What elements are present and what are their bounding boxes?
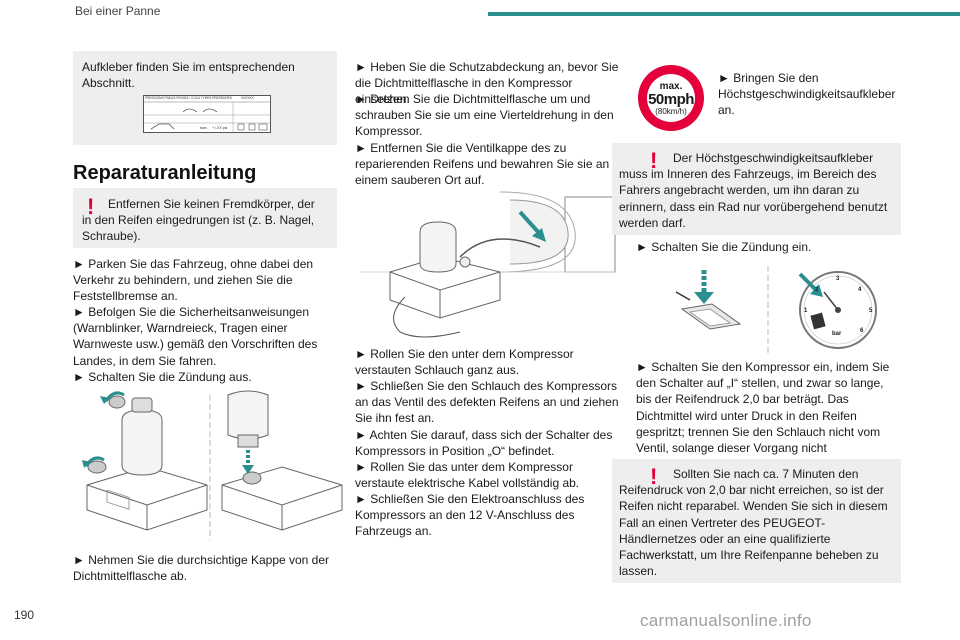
step-insert-bottle: ► Drehen Sie die Dichtmittelflasche um u… (355, 92, 614, 139)
sticker-unit-psi: + /-XX psi (212, 126, 228, 130)
speed-sign-mph: 50mph (648, 91, 694, 108)
step-connect-12v: ► Schließen Sie den Elektroanschluss des… (355, 492, 585, 539)
sticker-code: XXXXXX (241, 96, 254, 100)
section-heading: Reparaturanleitung (73, 162, 257, 184)
gauge-tick-1: 1 (804, 308, 808, 314)
step-ignition-on: ► Schalten Sie die Zündung ein. (636, 240, 812, 254)
ignition-gauge-illustration (675, 266, 877, 354)
tyre-pressure-sticker-illustration (143, 95, 271, 133)
bottle-cap-illustration (82, 390, 343, 540)
step-compressor-on: ► Schalten Sie den Kompressor ein, indem… (636, 360, 890, 471)
info-box-text: Aufkleber finden Sie im entsprechenden A… (82, 60, 295, 91)
speed-sign-max: max. (659, 81, 683, 92)
warning-box-pressure (612, 459, 901, 583)
step-switch-position: ► Achten Sie darauf, dass sich der Schal… (355, 428, 613, 459)
step-unroll-hose: ► Rollen Sie den unter dem Kompressor ve… (355, 347, 574, 378)
gauge-unit: bar (832, 331, 842, 337)
warning-box-sticker (612, 143, 901, 235)
speed-limit-sticker-icon (638, 65, 704, 131)
step-unroll-cable: ► Rollen Sie das unter dem Kompressor ve… (355, 460, 580, 491)
step-safety: ► Befolgen Sie die Sicherheitsanweisunge… (73, 305, 318, 368)
watermark: carmanualsonline.info (640, 611, 812, 630)
step-ignition-off: ► Schalten Sie die Zündung aus. (73, 370, 252, 384)
sticker-title: PRESSIONS PNEUS FROIDS / COLD TYRES PRES… (145, 96, 232, 100)
warning-text-sticker: Der Höchstgeschwindigkeitsaufkleber muss… (619, 151, 888, 230)
header-accent-bar (488, 12, 960, 16)
step-connect-hose: ► Schließen Sie den Schlauch des Kompres… (355, 379, 619, 426)
warning-text-foreign-object: Entfernen Sie keinen Fremdkörper, der in… (82, 197, 315, 244)
speed-sign-kmh: (80km/h) (655, 107, 687, 116)
step-valve-cap: ► Entfernen Sie die Ventilkappe des zu r… (355, 141, 610, 188)
step-remove-cap: ► Nehmen Sie die durchsichtige Kappe von… (73, 553, 330, 584)
step-apply-sticker: ► Bringen Sie den Höchstgeschwindigkeits… (718, 71, 896, 118)
step-park: ► Parken Sie das Fahrzeug, ohne dabei de… (73, 257, 314, 304)
page-number: 190 (14, 608, 35, 622)
warning-text-pressure: Sollten Sie nach ca. 7 Minuten den Reife… (619, 467, 888, 579)
warning-icon: ! (87, 194, 95, 219)
gauge-tick-4: 4 (858, 287, 862, 293)
running-header: Bei einer Panne (75, 4, 161, 18)
warning-box-foreign-object (73, 188, 337, 248)
warning-icon: ! (650, 148, 658, 173)
gauge-tick-6: 6 (860, 328, 864, 334)
step-lift-cover: ► Heben Sie die Schutzabdeckung an, bevo… (355, 60, 619, 107)
gauge-tick-3: 3 (836, 276, 840, 282)
sticker-unit: bars (200, 126, 207, 130)
gauge-tick-5: 5 (869, 308, 873, 314)
warning-icon: ! (650, 464, 658, 489)
compressor-hose-illustration (360, 191, 616, 338)
gauge-tick-2: 2 (815, 287, 819, 293)
